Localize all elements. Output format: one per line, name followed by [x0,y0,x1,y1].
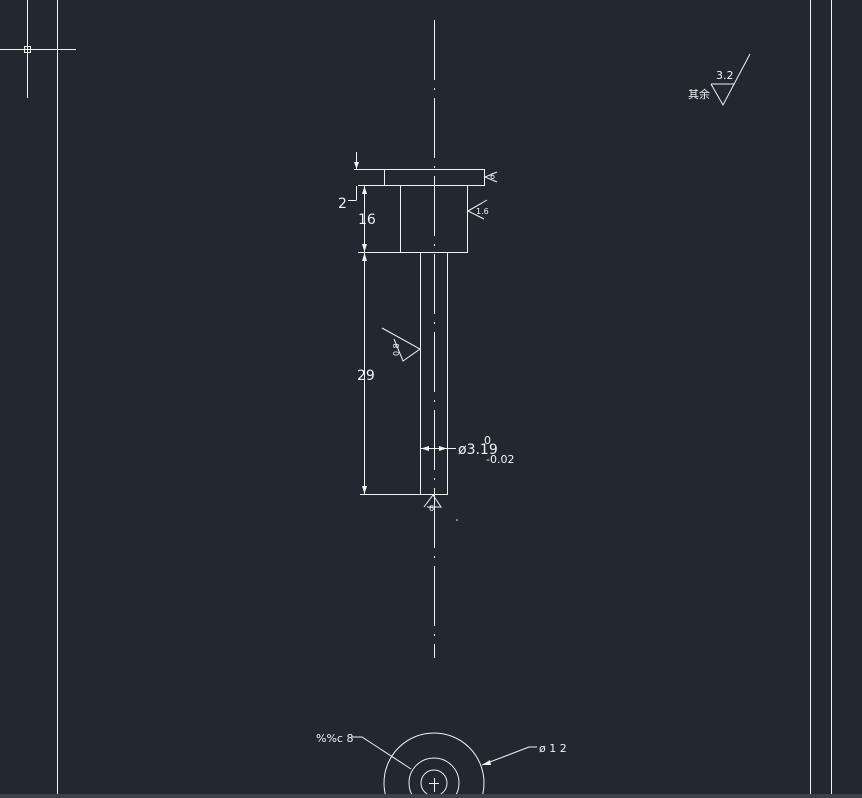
dim-shank-tol-upper: 0 [484,434,491,447]
dim-shank-diameter-text: ø3.19 [458,442,498,458]
dim-head-height-text: 16 [358,212,376,228]
finish-mark-shank: 0.8 [381,327,421,362]
svg-text:0.8: 0.8 [392,343,401,356]
dimension-head-height: 16 [358,185,420,253]
dim-shank-length-text: 29 [357,368,375,384]
dimension-shank-length: 29 [357,253,420,495]
roughness-prefix: 其余 [688,87,710,101]
general-roughness-symbol: 其余 3.2 [688,53,751,107]
finish-mark-flange-top: 6 [483,171,498,183]
svg-text:6: 6 [490,172,495,181]
dim-shank-tol-lower: -0.02 [486,453,514,466]
roughness-value: 3.2 [716,69,734,82]
dim-flange-thickness-text: 2 [338,196,347,212]
crosshair-cursor-icon[interactable] [0,0,76,98]
finish-mark-tip: 6 [423,494,442,513]
middle-circle [408,757,460,798]
outer-circle [383,732,485,798]
bottom-view: %%c 8 ø 1 2 [316,732,567,798]
status-bar [0,794,862,798]
label-inner-diameter: %%c 8 [316,732,353,745]
dimension-shank-diameter: ø3.19 0 -0.02 [421,434,514,466]
svg-text:1.6: 1.6 [476,207,489,216]
pin-shank [420,252,448,495]
ejector-pin-outline [384,169,485,495]
svg-text:6: 6 [429,504,434,513]
dimension-flange-thickness: 2 [338,152,384,212]
stray-point [456,519,458,521]
label-outer-diameter: ø 1 2 [539,742,567,755]
finish-mark-head-side: 1.6 [466,199,489,220]
